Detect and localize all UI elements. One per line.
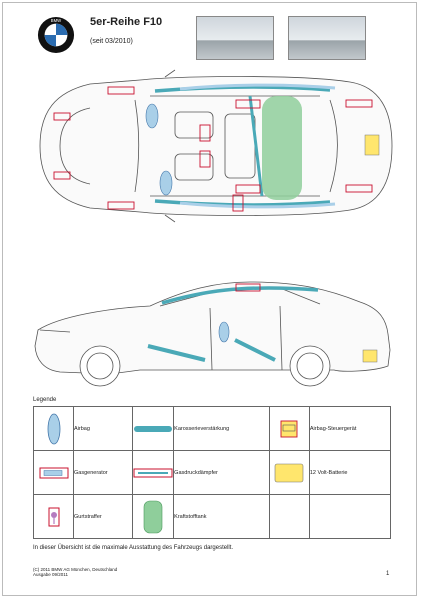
airbag-icon [47,413,60,444]
equipment-note: In dieser Übersicht ist die maximale Aus… [33,545,234,551]
legend-label-reinforcement: Karosserieverstärkung [173,406,270,451]
page-subtitle: (seit 03/2010) [90,38,133,45]
belt-tensioner-icon [48,507,59,526]
copyright: (C) 2011 BMW AG München, Deutschland Aus… [33,567,117,577]
page-border [2,2,417,596]
legend-label-gas-generator: Gasgenerator [72,450,134,495]
legend-cell-fuel-tank [132,494,175,539]
car-photo-front [196,16,274,60]
reinforcement-icon [134,425,173,432]
bmw-logo: BMW [37,16,75,54]
fuel-tank-icon [143,500,163,533]
bmw-logo-text: BMW [51,18,62,23]
car-photo-rear [288,16,366,60]
legend-cell-airbag [33,406,74,451]
legend-cell-battery [268,450,310,495]
legend-cell-empty [268,494,310,539]
legend-label-airbag: Airbag [72,406,134,451]
legend-cell-gas-generator [33,450,74,495]
copyright-line1: (C) 2011 BMW AG München, Deutschland [33,567,118,572]
legend-cell-airbag-control-unit [268,406,310,451]
legend-table: Airbag Karosserieverstärkung Airbag-Steu… [33,406,392,539]
legend-label-fuel-tank: Kraftstofftank [173,494,270,539]
side-view-car [34,281,391,387]
copyright-line2: Ausgabe 09/2011 [33,572,68,577]
legend-label-gas-strut: Gasdruckdämpfer [173,450,270,495]
page-number: 1 [386,571,390,577]
legend-cell-belt-tensioner [33,494,74,539]
top-view-car [39,69,393,223]
gas-strut-icon [133,468,173,477]
airbag-control-unit-icon [280,420,298,437]
top-view-components [53,83,380,212]
legend-label-battery: 12 Volt-Batterie [308,450,392,495]
gas-generator-icon [39,467,68,478]
page-title: 5er-Reihe F10 [90,16,163,28]
legend-label-empty [308,494,392,539]
battery-icon [275,463,304,482]
vehicle-rescue-diagram [34,69,393,387]
legend-heading: Legende [33,397,57,403]
legend-cell-gas-strut [132,450,175,495]
legend-label-airbag-control-unit: Airbag-Steuergerät [308,406,392,451]
side-view-components [147,283,378,363]
legend-cell-reinforcement [132,406,175,451]
legend-label-belt-tensioner: Gurtstraffer [72,494,134,539]
